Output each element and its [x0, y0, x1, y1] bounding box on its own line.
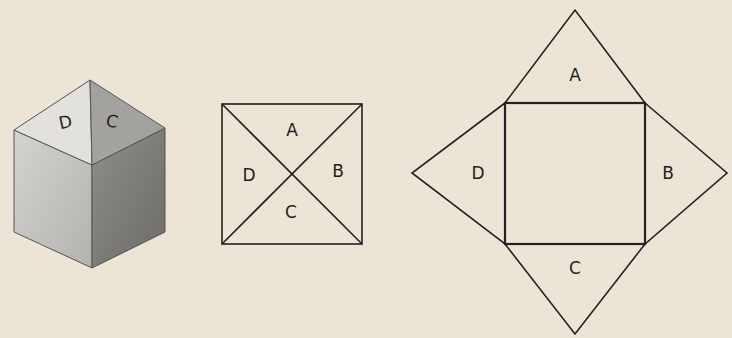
face-label: B [662, 165, 674, 182]
face-label: D [242, 167, 255, 184]
top-view-square [222, 104, 362, 244]
pyramid-right-face [90, 80, 165, 165]
top-view [222, 104, 362, 244]
net-triangle [505, 10, 645, 103]
net-triangle [412, 103, 505, 244]
face-label: A [286, 122, 298, 139]
net [412, 10, 727, 334]
face-label: D [471, 165, 484, 182]
face-label: A [569, 67, 581, 84]
face-label: C [285, 204, 297, 221]
face-label: B [332, 163, 344, 180]
net-square [505, 103, 645, 244]
cube-figure [14, 80, 165, 268]
face-label: C [569, 260, 581, 277]
net-triangle [505, 244, 645, 334]
pyramid-left-face [14, 80, 92, 165]
diagonal [222, 104, 362, 244]
diagonal [222, 104, 362, 244]
net-triangle [645, 103, 727, 244]
